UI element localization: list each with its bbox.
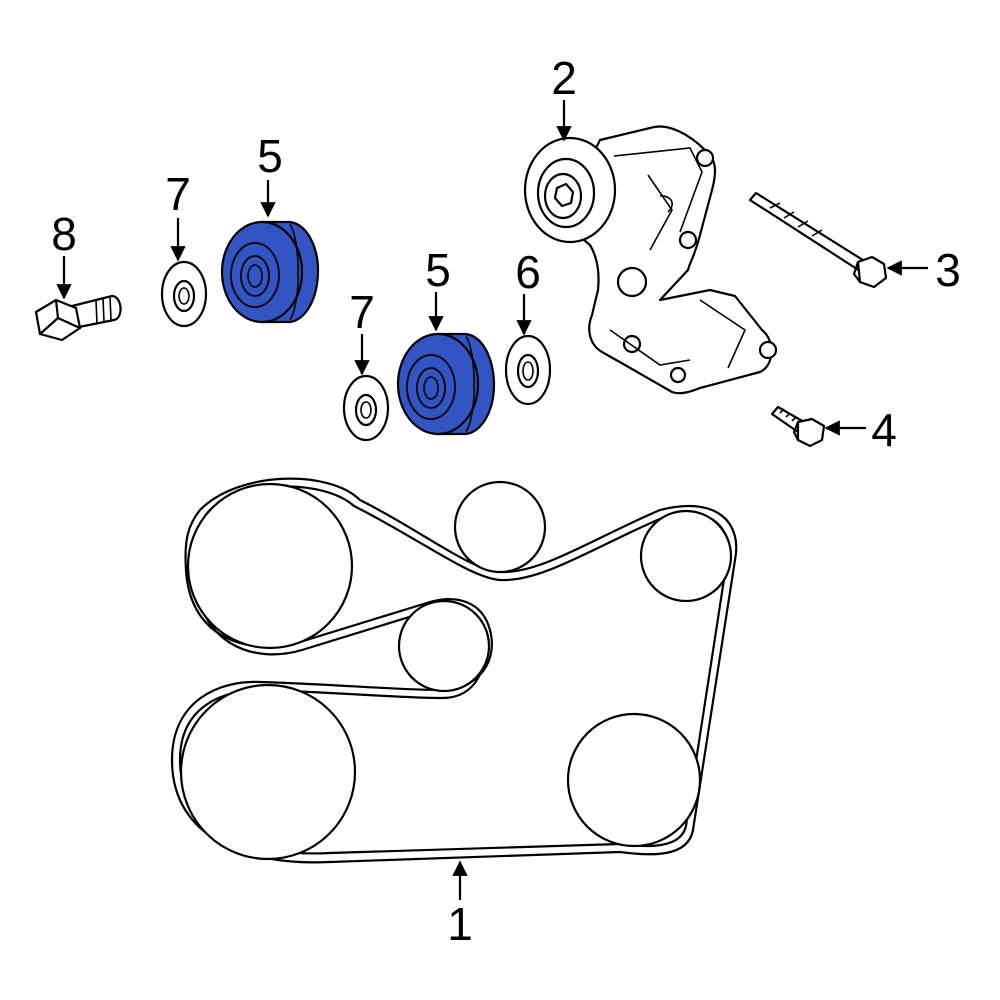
callout-6: 6: [515, 246, 541, 298]
callout-5-lower: 5: [425, 244, 451, 296]
idler-pulley-lower[interactable]: [396, 332, 496, 436]
tensioner-bolt[interactable]: [748, 191, 888, 289]
callout-8: 8: [51, 208, 77, 260]
pulley-crankshaft: [179, 683, 357, 861]
washer-left-upper[interactable]: [160, 260, 208, 328]
callout-2: 2: [551, 52, 577, 104]
callout-7-upper: 7: [165, 168, 191, 220]
idler-pulley-upper[interactable]: [220, 220, 320, 324]
idler-bolt[interactable]: [34, 294, 122, 342]
bracket-bolt[interactable]: [770, 405, 826, 448]
washer-right[interactable]: [504, 334, 552, 406]
pulley-top-center: [453, 480, 547, 574]
belt-tensioner[interactable]: [523, 125, 778, 395]
pulley-upper-left: [186, 482, 354, 650]
pulley-middle: [397, 599, 491, 693]
washer-left-lower[interactable]: [342, 374, 390, 442]
callout-5-upper: 5: [257, 130, 283, 182]
callout-1: 1: [447, 898, 473, 950]
callout-3: 3: [935, 244, 961, 296]
callout-4: 4: [871, 404, 897, 456]
pulley-upper-right: [639, 509, 733, 603]
pulley-lower-right: [566, 712, 702, 848]
callout-7-lower: 7: [349, 286, 375, 338]
